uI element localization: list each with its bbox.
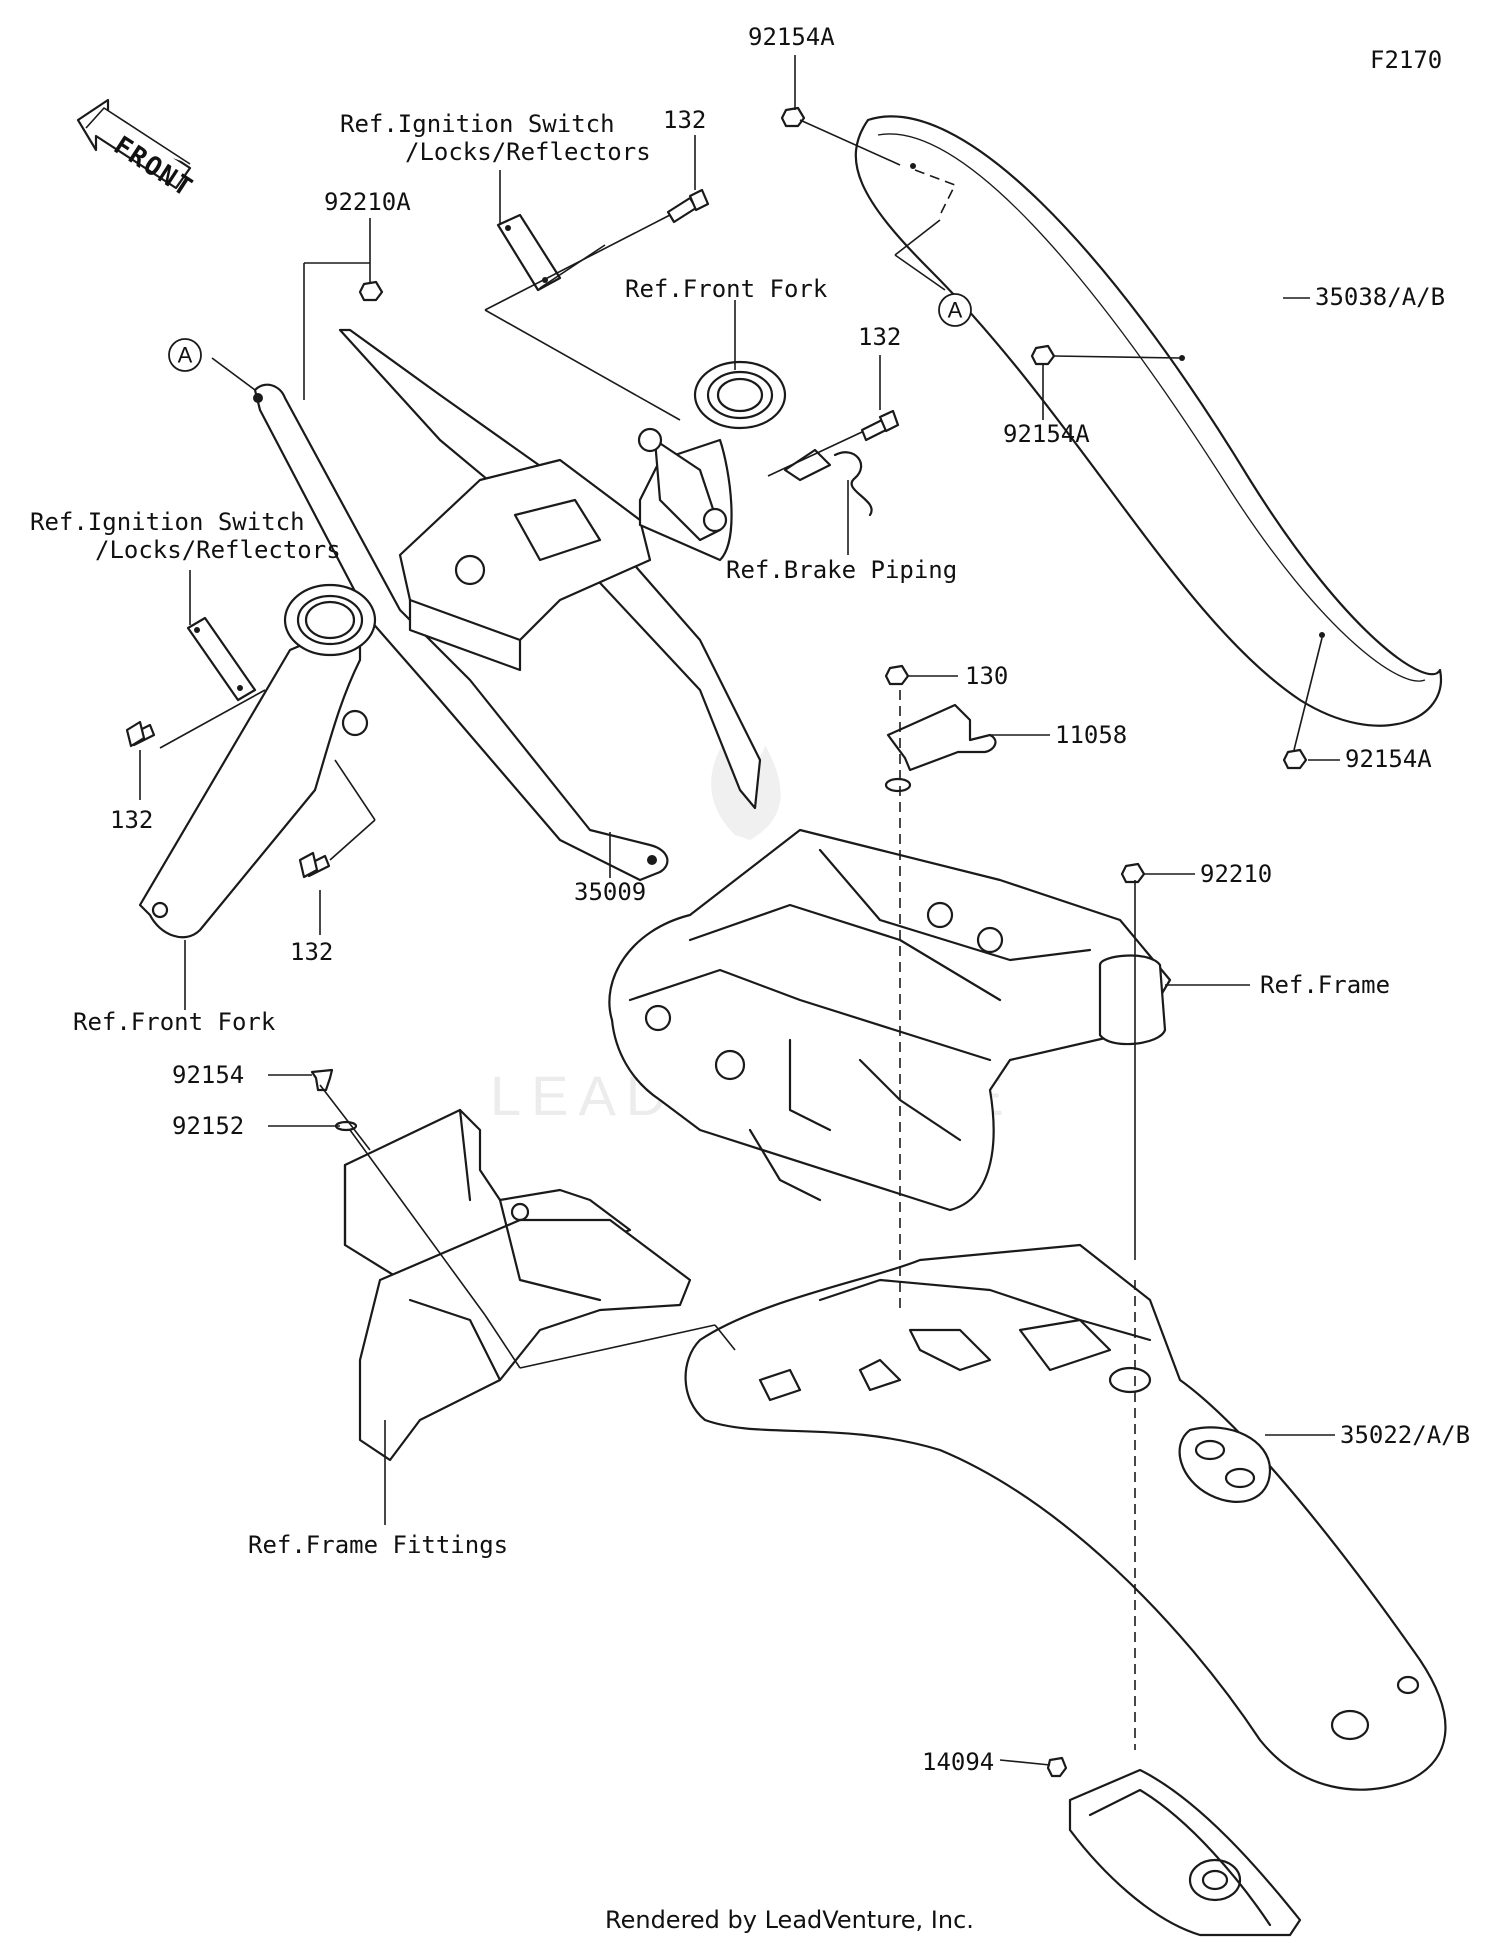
- nut-92154A-mid-icon: [1030, 344, 1056, 366]
- reflector-bracket-left: [186, 616, 257, 702]
- fork-clamp-right: [637, 360, 787, 562]
- label-92210A: 92210A: [324, 188, 411, 216]
- frame-fittings: [343, 1108, 692, 1462]
- label-132-top: 132: [663, 106, 706, 134]
- label-35022: 35022/A/B: [1340, 1421, 1470, 1449]
- ref-marker-a-right: A: [938, 293, 972, 327]
- bolt-130-icon: [884, 664, 910, 686]
- ref-marker-a-left: A: [168, 338, 202, 372]
- front-fender: [854, 115, 1443, 727]
- label-132-bottom: 132: [290, 938, 333, 966]
- label-ref-ignition-left-2: /Locks/Reflectors: [95, 536, 341, 564]
- label-92154A-top: 92154A: [748, 23, 835, 51]
- label-ref-front-fork-bottom: Ref.Front Fork: [73, 1008, 276, 1036]
- clip-92154-icon: [310, 1068, 334, 1092]
- label-92154A-bottom: 92154A: [1345, 745, 1432, 773]
- reflector-bracket-top: [496, 213, 562, 292]
- nut-92154A-bottom-icon: [1282, 748, 1308, 770]
- label-ref-frame-fittings: Ref.Frame Fittings: [248, 1531, 508, 1559]
- label-ref-front-fork-top: Ref.Front Fork: [625, 275, 828, 303]
- ref-marker-a-left-label: A: [178, 343, 193, 368]
- label-ref-brake-piping: Ref.Brake Piping: [726, 556, 957, 584]
- label-132-left: 132: [110, 806, 153, 834]
- hardware: [125, 106, 1308, 1778]
- bolt-132-right-icon: [860, 409, 900, 442]
- ref-marker-a-right-label: A: [948, 298, 963, 323]
- nut-92210-icon: [1120, 862, 1146, 884]
- nut-92210A-icon: [358, 280, 384, 302]
- bolt-132-top-icon: [666, 188, 710, 224]
- diagram-code: F2170: [1370, 46, 1442, 74]
- footer-credit: Rendered by LeadVenture, Inc.: [605, 1906, 974, 1934]
- fender-bracket: [253, 328, 762, 882]
- label-92152: 92152: [172, 1112, 244, 1140]
- front-arrow-icon: FRONT: [76, 98, 199, 204]
- label-132-right: 132: [858, 323, 901, 351]
- label-92210: 92210: [1200, 860, 1272, 888]
- bolt-132-bottom-icon: [298, 851, 331, 879]
- mud-flap: [1068, 1768, 1302, 1937]
- rivet-14094-icon: [1046, 1756, 1068, 1778]
- bracket-11058: [884, 703, 997, 793]
- label-92154A-mid: 92154A: [1003, 420, 1090, 448]
- bolt-132-left-icon: [125, 720, 156, 748]
- frame: [608, 828, 1172, 1212]
- label-35038: 35038/A/B: [1315, 283, 1445, 311]
- part-labels: F2170 92154A 35038/A/B 92154A 92154A 132…: [30, 23, 1470, 1776]
- label-14094: 14094: [922, 1748, 994, 1776]
- brake-piping-clip: [783, 448, 873, 517]
- label-ref-ignition-top-1: Ref.Ignition Switch: [340, 110, 615, 138]
- label-ref-ignition-left-1: Ref.Ignition Switch: [30, 508, 305, 536]
- label-ref-ignition-top-2: /Locks/Reflectors: [405, 138, 651, 166]
- nut-92154A-top-icon: [780, 106, 806, 128]
- fork-clamp-left: [138, 583, 377, 939]
- label-130: 130: [965, 662, 1008, 690]
- label-92154: 92154: [172, 1061, 244, 1089]
- label-35009: 35009: [574, 878, 646, 906]
- leader-lines: [139, 55, 1340, 1766]
- label-11058: 11058: [1055, 721, 1127, 749]
- rear-fender: [684, 1243, 1447, 1791]
- label-ref-frame: Ref.Frame: [1260, 971, 1390, 999]
